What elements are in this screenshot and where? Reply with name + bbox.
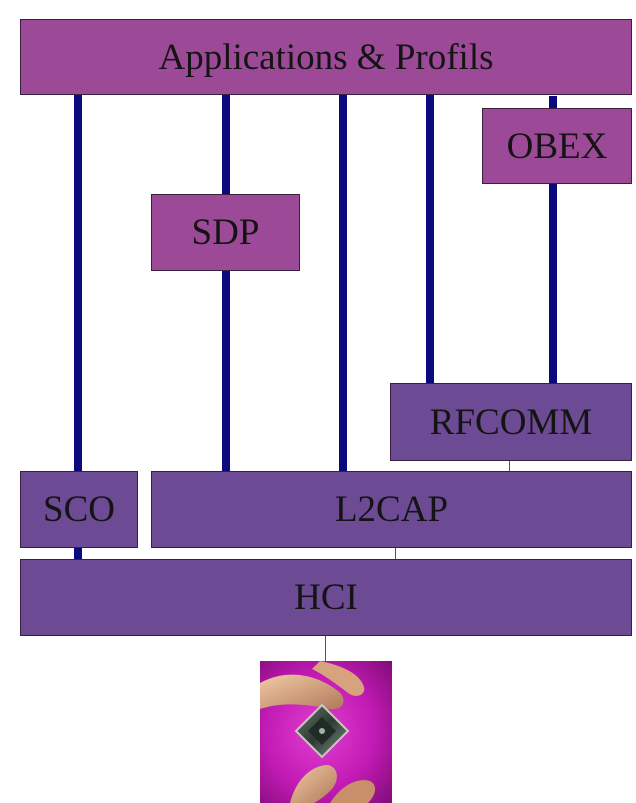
- l2cap-box: L2CAP: [151, 471, 632, 548]
- connector-bar-apps-to-rfcomm: [426, 94, 434, 384]
- hci-box: HCI: [20, 559, 632, 636]
- bluetooth-chip-image: [260, 661, 392, 803]
- connector-bar-apps-to-sco: [74, 94, 82, 559]
- connector-bar-obex-to-rfcomm: [549, 96, 557, 384]
- obex-box: OBEX: [482, 108, 632, 184]
- connector-line-hci-to-chip: [325, 635, 326, 662]
- sco-box: SCO: [20, 471, 138, 548]
- sdp-box: SDP: [151, 194, 300, 271]
- applications-profiles-box: Applications & Profils: [20, 19, 632, 95]
- connector-bar-apps-to-l2cap-via-sdp: [222, 94, 230, 471]
- rfcomm-box: RFCOMM: [390, 383, 632, 461]
- connector-line-rfcomm-to-l2cap: [509, 460, 510, 472]
- connector-bar-apps-to-l2cap: [339, 94, 347, 471]
- connector-line-l2cap-to-hci: [395, 547, 396, 560]
